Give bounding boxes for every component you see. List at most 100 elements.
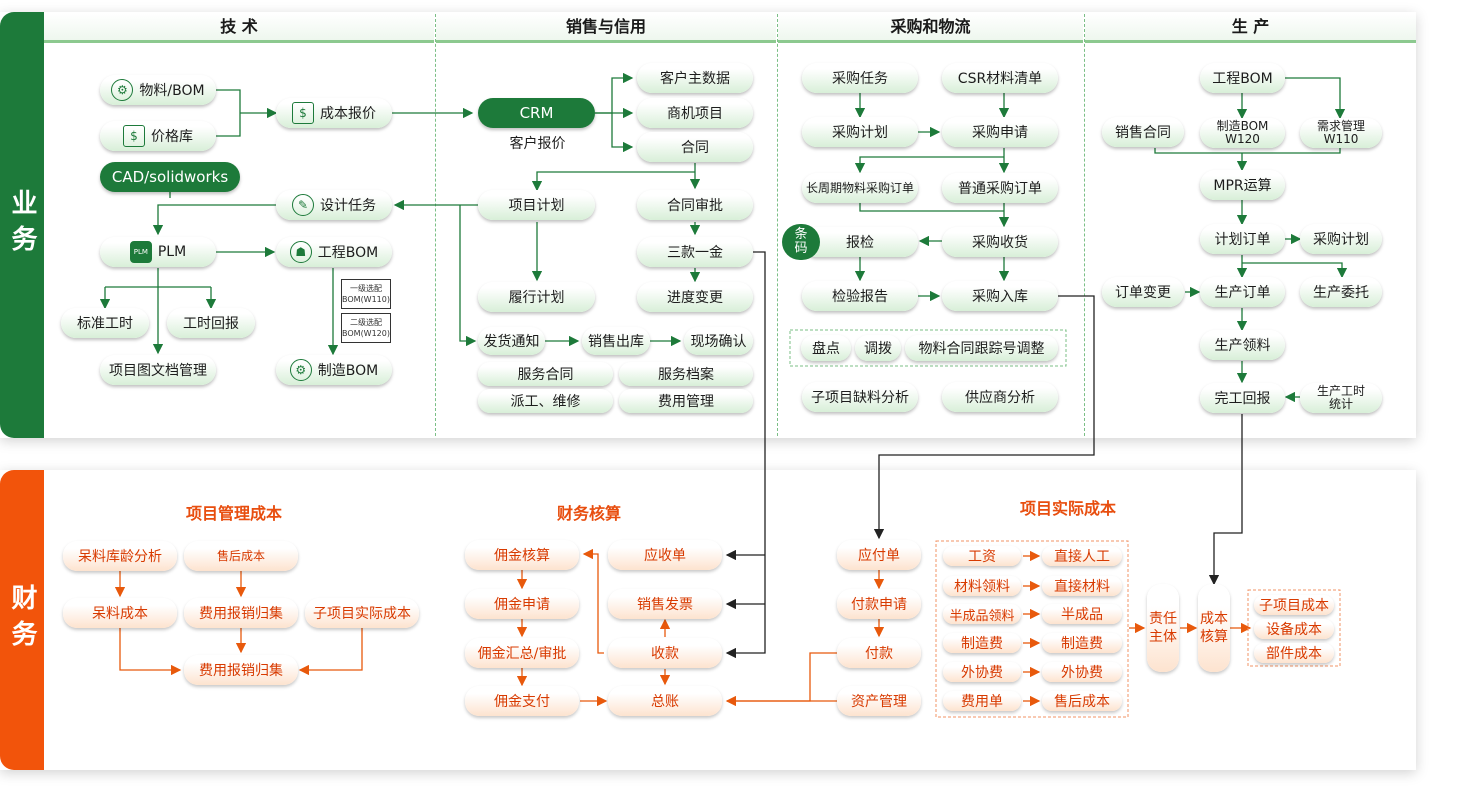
receivable-node[interactable]: 应收单 [608,540,722,570]
semi-node[interactable]: 半成品 [1042,604,1122,624]
purchase-receive-node[interactable]: 采购收货 [942,227,1058,257]
production-order-node[interactable]: 生产订单 [1200,277,1285,307]
normal-po-node[interactable]: 普通采购订单 [942,173,1058,203]
dispatch-repair-node[interactable]: 派工、维修 [478,389,613,413]
contract-approval-node[interactable]: 合同审批 [637,190,753,220]
contract-node[interactable]: 合同 [637,132,753,162]
outsource-fee2-node[interactable]: 外协费 [1042,662,1122,682]
plan-order-node[interactable]: 计划订单 [1200,224,1285,254]
mfg-bom-w120-node[interactable]: 制造BOM W120 [1200,118,1285,148]
expense-collect2-node[interactable]: 费用报销归集 [184,655,298,685]
document-dollar-icon: $ [292,102,314,124]
fulfill-plan-node[interactable]: 履行计划 [478,282,595,312]
inspection-node[interactable]: 报检 [802,227,918,257]
opportunity-node[interactable]: 商机项目 [637,98,753,128]
expense-collect-node[interactable]: 费用报销归集 [184,598,298,628]
expense-mgmt-node[interactable]: 费用管理 [619,389,753,413]
prod-purchase-plan-node[interactable]: 采购计划 [1300,224,1382,254]
cost-accounting-node[interactable]: 成本核算 [1198,584,1230,672]
direct-material-node[interactable]: 直接材料 [1042,576,1122,596]
ship-notice-node[interactable]: 发货通知 [478,327,545,355]
eng-bom-node[interactable]: ☗工程BOM [276,237,392,267]
inspection-report-node[interactable]: 检验报告 [802,281,918,311]
csr-list-node[interactable]: CSR材料清单 [942,63,1058,93]
mfg-bom-node[interactable]: ⚙制造BOM [276,355,392,385]
responsible-node[interactable]: 责任主体 [1147,584,1179,672]
equip-cost-node[interactable]: 设备成本 [1254,619,1334,639]
barcode-badge: 条码 [782,224,820,260]
three-payments-node[interactable]: 三款一金 [637,237,753,267]
customer-quote-label: 客户报价 [509,136,566,152]
material-issue-node[interactable]: 生产领料 [1200,330,1285,360]
slow-cost-node[interactable]: 呆料成本 [63,598,177,628]
cost-quote-node[interactable]: $成本报价 [276,98,392,128]
shortage-analysis-node[interactable]: 子项目缺料分析 [802,382,918,412]
ledger-node[interactable]: 总账 [608,686,722,716]
hour-report-node[interactable]: 工时回报 [167,308,255,338]
header-procurement: 采购和物流 [778,14,1083,43]
asset-mgmt-node[interactable]: 资产管理 [837,686,921,716]
price-lib-node[interactable]: $价格库 [100,121,216,151]
supplier-analysis-node[interactable]: 供应商分析 [942,382,1058,412]
site-confirm-node[interactable]: 现场确认 [684,327,753,355]
track-adjust-node[interactable]: 物料合同跟踪号调整 [905,335,1058,361]
header-sales: 销售与信用 [436,14,776,43]
sub-cost-node[interactable]: 子项目成本 [1254,595,1334,615]
aftersale-cost2-node[interactable]: 售后成本 [1042,691,1122,711]
progress-change-node[interactable]: 进度变更 [637,282,753,312]
doc-mgmt-node[interactable]: 项目图文档管理 [100,355,216,385]
part-cost-node[interactable]: 部件成本 [1254,643,1334,663]
stocktake-node[interactable]: 盘点 [801,335,851,361]
sales-out-node[interactable]: 销售出库 [582,327,650,355]
outsource-node[interactable]: 生产委托 [1300,277,1382,307]
option-bom-1: 一级选配 BOM(W110) [341,279,391,309]
prod-eng-bom-node[interactable]: 工程BOM [1200,63,1285,93]
completion-node[interactable]: 完工回报 [1200,383,1285,413]
cad-node[interactable]: CAD/solidworks [100,162,240,192]
commission-approve-node[interactable]: 佣金汇总/审批 [465,638,579,668]
mfg-fee2-node[interactable]: 制造费 [1042,633,1122,653]
finance-label: 财务 [7,584,37,656]
work-hours-node[interactable]: 生产工时 统计 [1300,383,1382,413]
sales-invoice-node[interactable]: 销售发票 [608,589,722,619]
commission-pay-node[interactable]: 佣金支付 [465,686,579,716]
aging-node[interactable]: 呆料库龄分析 [63,541,177,571]
wage-node[interactable]: 工资 [943,546,1021,566]
sub-actual-node[interactable]: 子项目实际成本 [305,598,419,628]
crm-node[interactable]: CRM [478,98,595,128]
semi-issue-node[interactable]: 半成品领料 [943,604,1021,624]
customer-master-node[interactable]: 客户主数据 [637,63,753,93]
commission-apply-node[interactable]: 佣金申请 [465,589,579,619]
purchase-plan-node[interactable]: 采购计划 [802,117,918,147]
mrp-node[interactable]: MPR运算 [1200,170,1285,200]
outsource-fee-node[interactable]: 外协费 [943,662,1021,682]
purchase-task-node[interactable]: 采购任务 [802,63,918,93]
project-plan-node[interactable]: 项目计划 [478,190,595,220]
material-bom-node[interactable]: ⚙物料/BOM [100,75,216,105]
commission-calc-node[interactable]: 佣金核算 [465,540,579,570]
design-task-node[interactable]: ✎设计任务 [276,190,392,220]
direct-labor-node[interactable]: 直接人工 [1042,546,1122,566]
sales-contract-node[interactable]: 销售合同 [1102,117,1184,147]
tools-icon: ✎ [292,194,314,216]
demand-mgmt-node[interactable]: 需求管理 W110 [1300,118,1382,148]
transfer-node[interactable]: 调拨 [855,335,901,361]
order-change-node[interactable]: 订单变更 [1102,277,1184,307]
service-contract-node[interactable]: 服务合同 [478,362,613,386]
payable-node[interactable]: 应付单 [837,540,921,570]
purchase-in-node[interactable]: 采购入库 [942,281,1058,311]
purchase-request-node[interactable]: 采购申请 [942,117,1058,147]
finance-sidebar: 财务 [0,470,44,770]
mfg-fee-node[interactable]: 制造费 [943,633,1021,653]
worker-icon: ☗ [289,241,312,263]
payment-apply-node[interactable]: 付款申请 [837,589,921,619]
expense-bill-node[interactable]: 费用单 [943,691,1021,711]
service-file-node[interactable]: 服务档案 [619,362,753,386]
long-cycle-po-node[interactable]: 长周期物料采购订单 [802,173,918,203]
collection-node[interactable]: 收款 [608,638,722,668]
material-issue-cost-node[interactable]: 材料领料 [943,576,1021,596]
std-hours-node[interactable]: 标准工时 [61,308,149,338]
payment-node[interactable]: 付款 [837,638,921,668]
aftersale-cost-node[interactable]: 售后成本 [184,541,298,571]
